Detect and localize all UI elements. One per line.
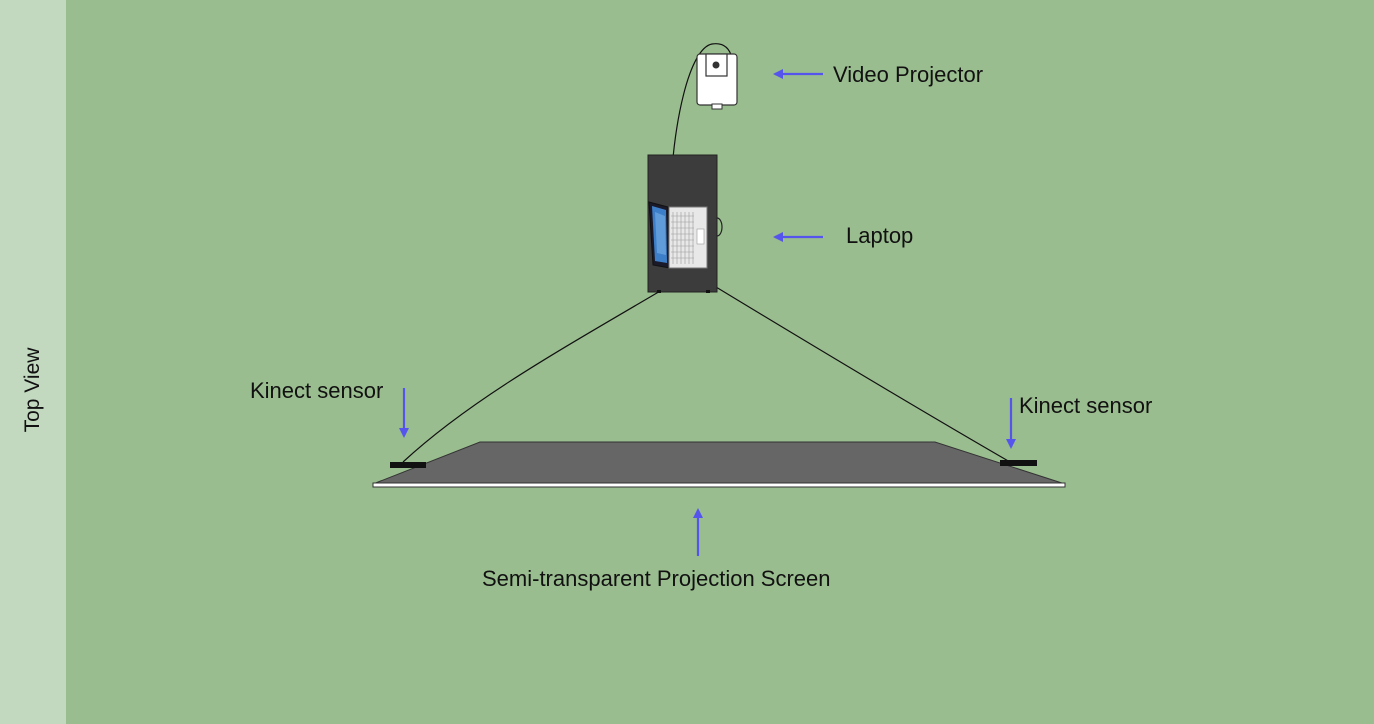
projector-cable bbox=[669, 43, 733, 211]
diagram-canvas bbox=[66, 0, 1374, 724]
kinect-left-label: Kinect sensor bbox=[250, 378, 384, 403]
projector-icon bbox=[696, 53, 738, 110]
projection-screen bbox=[372, 441, 1066, 488]
view-sidebar: Top View bbox=[0, 0, 66, 724]
kinect-left-cable bbox=[402, 289, 663, 463]
laptop-icon bbox=[648, 201, 708, 269]
kinect-sensor-right bbox=[1000, 460, 1037, 466]
kinect-right-label: Kinect sensor bbox=[1019, 393, 1153, 418]
kinect-sensor-left bbox=[390, 462, 426, 468]
kinect-right-cable bbox=[715, 286, 1011, 463]
screen-label: Semi-transparent Projection Screen bbox=[482, 566, 831, 591]
projector-label: Video Projector bbox=[833, 62, 984, 87]
laptop-label: Laptop bbox=[846, 223, 914, 248]
